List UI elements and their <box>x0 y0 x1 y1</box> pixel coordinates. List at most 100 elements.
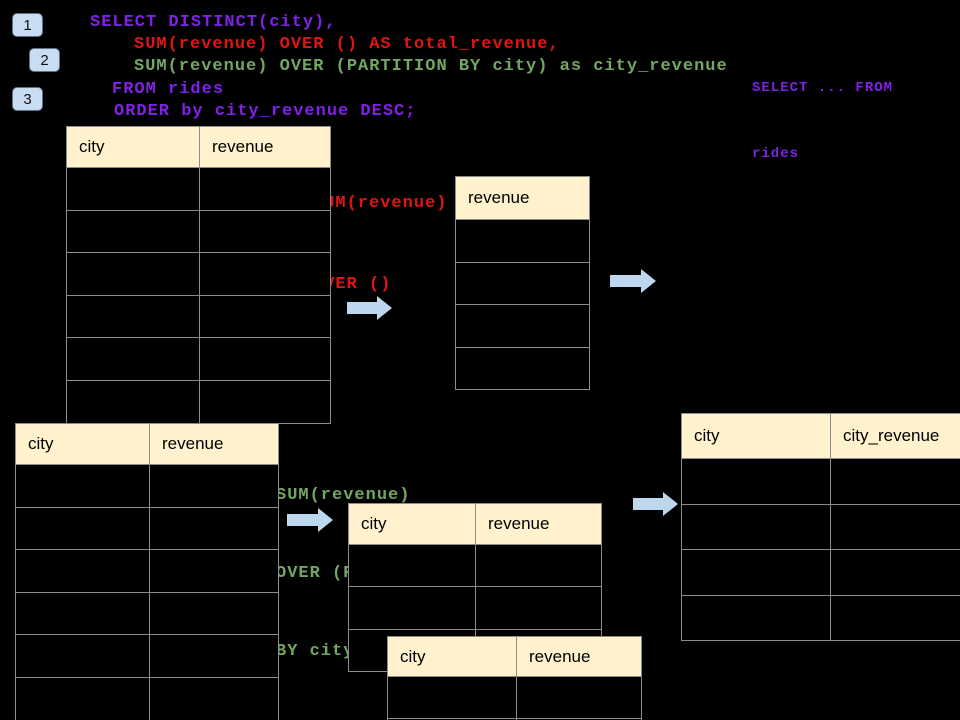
flow-arrow-right-icon <box>610 269 656 293</box>
table-row <box>455 219 590 263</box>
empty-cell <box>66 167 200 211</box>
empty-cell <box>149 676 279 720</box>
table-row <box>66 379 331 424</box>
empty-cell <box>149 464 279 508</box>
empty-cell <box>149 506 279 551</box>
column-header: city <box>15 423 150 465</box>
column-header: revenue <box>516 636 642 677</box>
table-row <box>455 346 590 390</box>
empty-cell <box>15 676 150 720</box>
arrow-shaft <box>610 275 641 287</box>
column-header: revenue <box>455 176 590 220</box>
empty-cell <box>455 304 590 348</box>
empty-cell <box>15 591 150 636</box>
arrow-head <box>377 296 392 320</box>
arrow-head <box>318 508 333 532</box>
empty-cell <box>830 503 960 550</box>
empty-cell <box>199 167 331 211</box>
empty-cell <box>199 209 331 254</box>
empty-cell <box>455 261 590 305</box>
sql-line-sum-over: SUM(revenue) OVER () AS total_revenue, <box>134 35 560 54</box>
table-row <box>15 464 279 508</box>
empty-cell <box>149 634 279 678</box>
table-row <box>66 337 331 381</box>
table-total-revenue: revenue <box>455 176 590 390</box>
empty-cell <box>387 676 517 719</box>
empty-cell <box>15 549 150 593</box>
table-row <box>455 304 590 348</box>
empty-cell <box>149 591 279 636</box>
annotation-line: SUM(revenue) <box>276 486 411 505</box>
annotation-line: SUM(revenue) <box>313 194 448 213</box>
table-row <box>66 167 331 211</box>
empty-cell <box>66 379 200 424</box>
empty-cell <box>516 676 642 719</box>
empty-cell <box>830 594 960 641</box>
empty-cell <box>475 543 602 588</box>
empty-cell <box>15 634 150 678</box>
table-row <box>681 458 960 505</box>
flow-arrow-right-icon <box>287 508 333 532</box>
empty-cell <box>66 294 200 339</box>
empty-cell <box>66 337 200 381</box>
empty-cell <box>199 379 331 424</box>
table-row <box>66 294 331 339</box>
column-header: city <box>387 636 517 677</box>
step-badge-2: 2 <box>29 48 60 72</box>
sql-line-select: SELECT DISTINCT(city), <box>90 13 337 32</box>
step-badge-1: 1 <box>12 13 43 37</box>
table-row <box>15 634 279 678</box>
step-badge-3: 3 <box>12 87 43 111</box>
empty-cell <box>681 503 831 550</box>
empty-cell <box>681 594 831 641</box>
column-header: revenue <box>199 126 331 168</box>
sql-line-order-by: ORDER by city_revenue DESC; <box>114 102 417 121</box>
empty-cell <box>199 294 331 339</box>
sql-line-sum-partition: SUM(revenue) OVER (PARTITION BY city) as… <box>134 57 728 76</box>
header-row: revenue <box>455 176 590 220</box>
table-row <box>15 591 279 636</box>
table-row <box>387 676 642 719</box>
arrow-head <box>663 492 678 516</box>
side-note-select-from-rides: SELECT ... FROM rides <box>752 33 893 209</box>
annotation-line: OVER () <box>313 275 392 294</box>
side-note-line: SELECT ... FROM <box>752 80 894 96</box>
empty-cell <box>830 549 960 596</box>
column-header: city <box>348 503 476 545</box>
table-row <box>455 261 590 305</box>
column-header: city <box>681 413 831 459</box>
empty-cell <box>348 543 476 588</box>
table-row <box>348 586 602 630</box>
flow-arrow-right-icon <box>347 296 392 320</box>
table-row <box>681 503 960 550</box>
table-row <box>348 543 602 588</box>
column-header: revenue <box>475 503 602 545</box>
empty-cell <box>830 458 960 505</box>
table-row <box>387 718 642 720</box>
empty-cell <box>66 209 200 254</box>
table-row <box>15 506 279 551</box>
empty-cell <box>199 252 331 296</box>
empty-cell <box>475 586 602 630</box>
empty-cell <box>15 506 150 551</box>
table-row <box>15 676 279 720</box>
arrow-shaft <box>287 514 318 526</box>
empty-cell <box>199 337 331 381</box>
table-row <box>15 549 279 593</box>
table-row <box>681 549 960 596</box>
empty-cell <box>681 458 831 505</box>
empty-cell <box>15 464 150 508</box>
column-header: city_revenue <box>830 413 960 459</box>
empty-cell <box>516 718 642 720</box>
side-note-line: rides <box>752 146 800 162</box>
empty-cell <box>455 219 590 263</box>
